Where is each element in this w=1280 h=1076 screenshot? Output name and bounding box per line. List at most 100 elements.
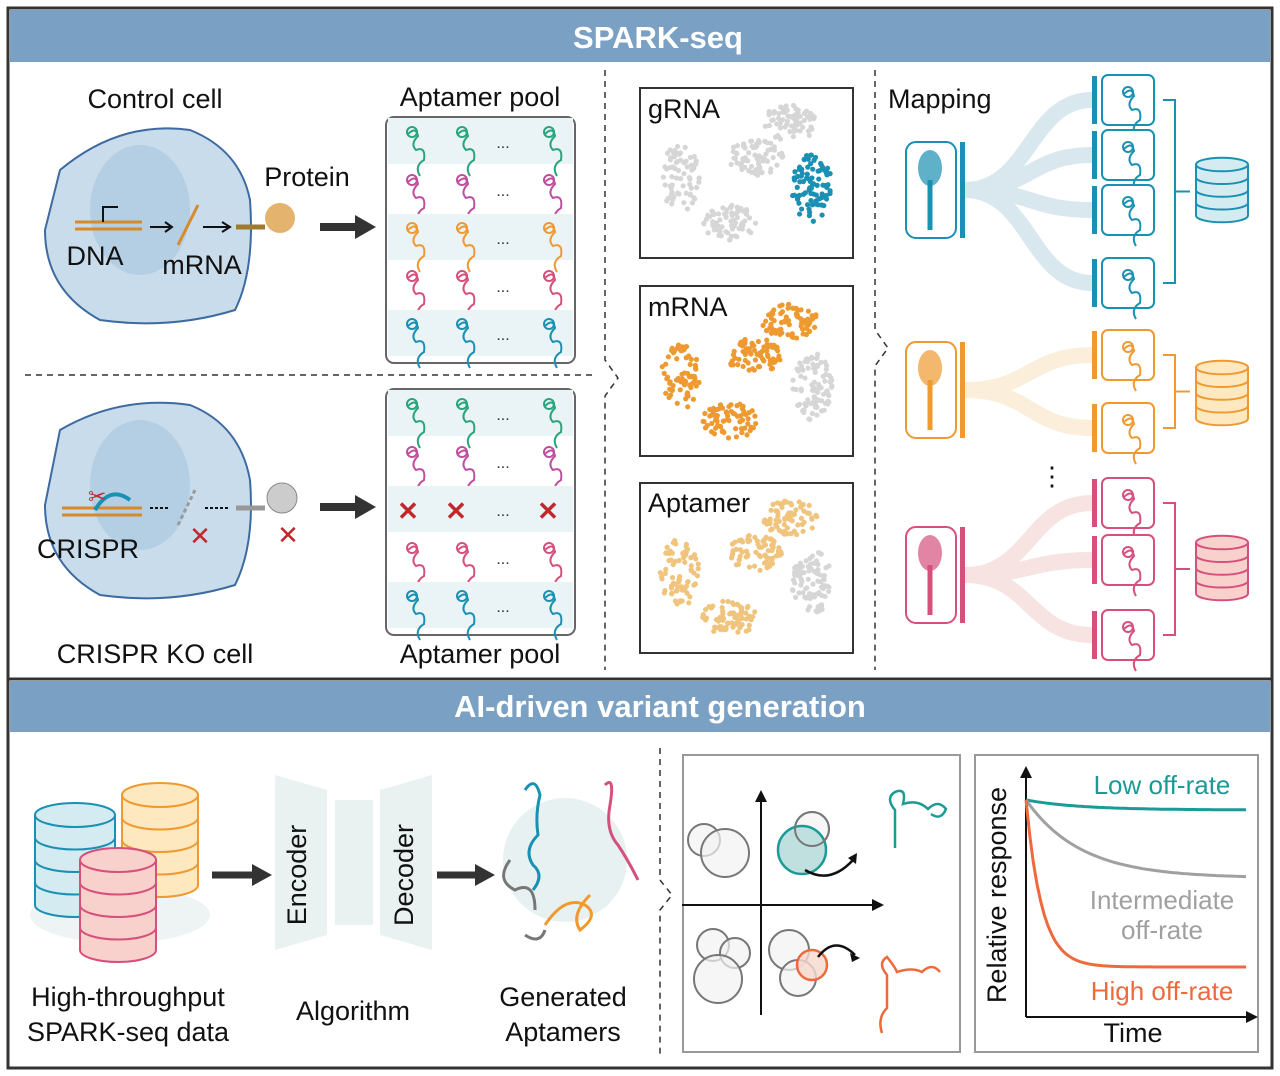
data-point [668, 392, 674, 398]
data-point [745, 416, 751, 422]
aptamer-box [1101, 609, 1155, 661]
mrna-icon [176, 204, 200, 246]
data-point [805, 576, 811, 582]
data-point [815, 389, 821, 395]
data-point [725, 230, 731, 236]
data-point [683, 355, 689, 361]
data-point [668, 557, 674, 563]
data-point [689, 200, 696, 206]
data-point [790, 192, 796, 199]
data-point [739, 615, 745, 621]
data-point [673, 175, 679, 181]
data-point [796, 499, 802, 505]
data-point [771, 307, 777, 313]
data-point [806, 510, 812, 516]
aptamer-pool-bottom-label: Aptamer pool [400, 639, 561, 669]
data-point [732, 155, 738, 161]
data-label-line1: High-throughput [31, 982, 225, 1012]
generated-label-line1: Generated [499, 982, 627, 1012]
data-point [776, 552, 783, 558]
cluster [700, 598, 758, 635]
data-point [743, 548, 750, 554]
data-point [794, 184, 800, 190]
data-point [668, 585, 675, 591]
data-point [725, 435, 732, 441]
data-point [801, 156, 807, 162]
data-point [684, 546, 691, 552]
data-point [797, 128, 803, 134]
data-point [711, 431, 718, 437]
arrow-right-icon [355, 215, 376, 239]
data-point [678, 157, 684, 163]
data-point [813, 398, 819, 404]
top-section-title: SPARK-seq [573, 20, 743, 55]
data-point [785, 305, 791, 311]
data-point [662, 570, 668, 577]
data-point [826, 392, 832, 399]
data-point [794, 314, 801, 320]
data-point [804, 114, 810, 120]
data-point [685, 578, 691, 585]
data-point [712, 417, 719, 423]
data-point [769, 560, 776, 567]
data-point [686, 600, 692, 606]
decoder-label: Decoder [389, 824, 419, 926]
aptamer-box [1101, 534, 1155, 586]
data-point [782, 498, 788, 504]
data-point [732, 233, 739, 239]
data-point [791, 113, 797, 119]
data-point [746, 564, 753, 570]
data-point [819, 398, 825, 404]
data-point [672, 148, 678, 154]
data-point [668, 185, 674, 191]
x-mark-icon: ✕ [397, 496, 419, 526]
aptamer-box [1101, 477, 1155, 529]
data-point [720, 418, 726, 424]
data-point [681, 171, 687, 177]
data-point [779, 309, 786, 315]
aptamer-box [1101, 329, 1155, 381]
data-point [737, 418, 743, 425]
data-point [688, 185, 694, 191]
data-point [762, 552, 768, 558]
data-point [730, 548, 736, 554]
data-point [719, 604, 725, 611]
ellipsis: ... [496, 327, 509, 344]
data-point [776, 545, 782, 551]
intermediate-label-line2: off-rate [1121, 915, 1203, 945]
data-point [800, 590, 806, 596]
data-point [742, 349, 748, 355]
data-point [692, 581, 699, 587]
data-point [742, 357, 748, 364]
data-point [818, 359, 824, 365]
cluster [728, 138, 786, 178]
data-point [822, 359, 828, 365]
data-point [668, 347, 675, 354]
data-point [815, 561, 821, 568]
data-point [776, 327, 782, 333]
data-point [660, 174, 667, 180]
data-point [687, 176, 693, 182]
cluster [701, 202, 759, 243]
aptamer-box [1101, 74, 1155, 126]
data-point [800, 528, 806, 534]
data-point [751, 563, 758, 569]
data-point [694, 573, 701, 579]
data-point [734, 160, 740, 166]
data-point [740, 363, 746, 370]
cluster-title-mrna: mRNA [648, 292, 728, 322]
data-point [793, 386, 799, 393]
data-point [711, 628, 717, 634]
data-point [802, 375, 808, 381]
data-point [663, 361, 669, 367]
data-point [794, 174, 800, 180]
data-point [824, 388, 830, 395]
data-point [797, 179, 803, 185]
data-point [811, 560, 817, 566]
bottom-header-bar [10, 681, 1270, 732]
data-point [812, 324, 818, 330]
data-point [790, 102, 797, 109]
data-point [736, 206, 742, 212]
data-point [745, 536, 751, 543]
aptamer-pool-top: ............... [385, 116, 576, 369]
